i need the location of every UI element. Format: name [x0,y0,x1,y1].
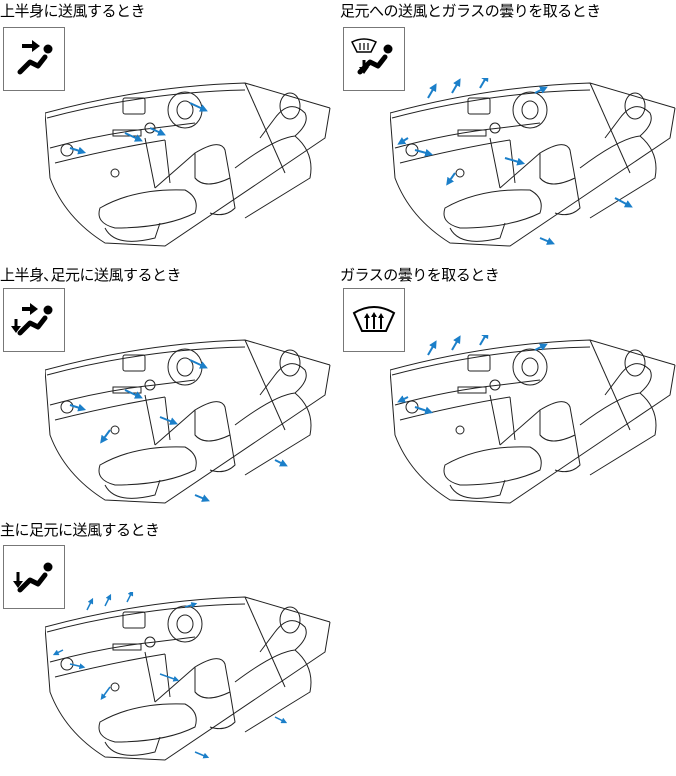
car-interior-illustration [45,592,335,762]
floor-mode-icon [3,545,65,609]
defrost-mode-icon [343,288,405,352]
car-interior-illustration [390,78,676,248]
bi-level-mode-icon [3,288,65,352]
panel-title: 上半身､足元に送風するとき [0,266,182,284]
panel-title: 上半身に送風するとき [0,2,146,20]
car-interior-illustration [390,335,676,505]
panel-title: 足元への送風とガラスの曇りを取るとき [340,2,601,20]
airflow-arrows [69,359,288,502]
airflow-arrows [397,335,548,415]
airflow-arrows [397,78,633,245]
floor-defrost-mode-icon [343,27,405,91]
airflow-arrows [52,592,288,759]
car-interior-illustration [45,335,335,505]
car-interior-illustration [45,78,335,248]
panel-title: ガラスの曇りを取るとき [340,266,500,284]
panel-title: 主に足元に送風するとき [0,521,160,539]
face-vent-mode-icon [3,27,65,91]
airflow-arrows [69,102,208,155]
